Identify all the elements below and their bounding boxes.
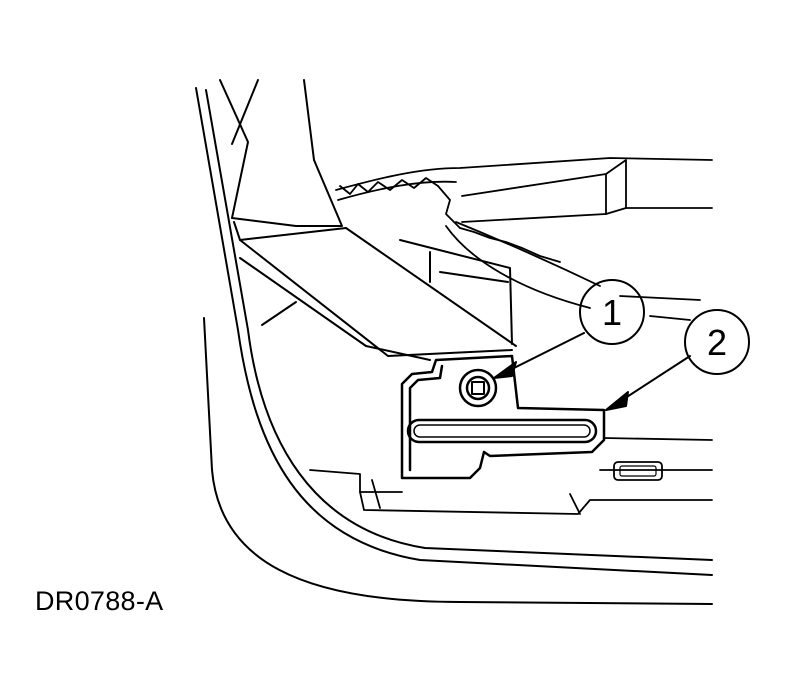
- callout-1-arrowhead: [493, 361, 517, 379]
- bracket-slot: [406, 418, 598, 444]
- callout-2-arrowhead: [605, 391, 629, 411]
- screw: [458, 368, 498, 408]
- callout-2-circle: [684, 309, 750, 375]
- bracket: [400, 354, 606, 480]
- callout-leaders: [493, 332, 691, 411]
- callout-1-circle: [579, 279, 645, 345]
- callout-2: 2: [684, 309, 750, 375]
- sill-vent: [613, 461, 663, 481]
- door-frame: [195, 87, 713, 605]
- door-sill: [309, 437, 713, 515]
- figure-id: DR0788-A: [35, 586, 164, 616]
- callout-1: 1: [579, 279, 645, 345]
- callout-1-number: 1: [602, 292, 622, 333]
- trim-panel: [219, 79, 517, 361]
- door-seal: [335, 157, 713, 321]
- callout-2-number: 2: [707, 322, 727, 363]
